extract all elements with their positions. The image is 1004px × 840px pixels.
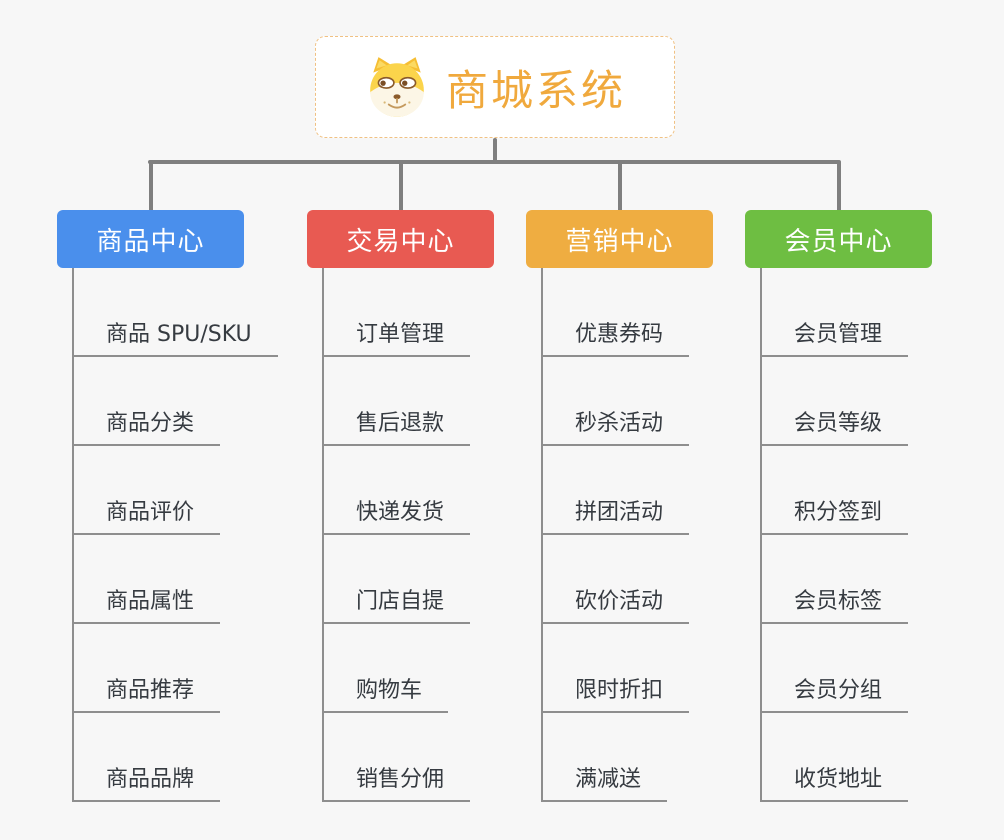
- child-topic-label: 商品评价: [74, 500, 221, 535]
- child-topic-label: 订单管理: [324, 322, 471, 357]
- child-topic-label: 积分签到: [762, 500, 909, 535]
- child-topic[interactable]: 限时折扣: [543, 624, 690, 713]
- child-topic[interactable]: 拼团活动: [543, 446, 690, 535]
- child-topic-label: 优惠券码: [543, 322, 690, 357]
- child-topic[interactable]: 砍价活动: [543, 535, 690, 624]
- connector-branch-stub: [149, 160, 153, 212]
- connector-branch-stub: [399, 160, 403, 212]
- child-topic-label: 快递发货: [324, 500, 471, 535]
- branch-header-2[interactable]: 交易中心: [307, 210, 494, 268]
- child-topic[interactable]: 商品品牌: [74, 713, 278, 802]
- child-topic[interactable]: 商品评价: [74, 446, 278, 535]
- connector-horizontal-rail: [148, 160, 840, 164]
- child-topic-label: 会员分组: [762, 678, 909, 713]
- branch-column-4: 会员管理会员等级积分签到会员标签会员分组收货地址: [760, 268, 909, 802]
- branch-header-1[interactable]: 商品中心: [57, 210, 244, 268]
- branch-column-2: 订单管理售后退款快递发货门店自提购物车销售分佣: [322, 268, 471, 802]
- child-topic[interactable]: 商品属性: [74, 535, 278, 624]
- child-topic[interactable]: 门店自提: [324, 535, 471, 624]
- branch-column-3: 优惠券码秒杀活动拼团活动砍价活动限时折扣满减送: [541, 268, 690, 802]
- child-topic-label: 砍价活动: [543, 589, 690, 624]
- child-topic[interactable]: 会员分组: [762, 624, 909, 713]
- child-topic[interactable]: 订单管理: [324, 268, 471, 357]
- child-topic-label: 会员等级: [762, 411, 909, 446]
- connector-root-stem: [493, 138, 497, 164]
- branch-column-1: 商品 SPU/SKU 商品分类商品评价商品属性商品推荐商品品牌: [72, 268, 278, 802]
- child-topic-label: 购物车: [324, 678, 449, 713]
- connector-branch-stub: [837, 160, 841, 212]
- child-topic[interactable]: 优惠券码: [543, 268, 690, 357]
- branch-header-3[interactable]: 营销中心: [526, 210, 713, 268]
- root-node[interactable]: 商城系统: [315, 36, 675, 138]
- child-topic-label: 会员管理: [762, 322, 909, 357]
- child-topic[interactable]: 快递发货: [324, 446, 471, 535]
- child-topic-label: 商品属性: [74, 589, 221, 624]
- child-topic[interactable]: 会员等级: [762, 357, 909, 446]
- child-topic-label: 收货地址: [762, 767, 909, 802]
- child-topic-label: 秒杀活动: [543, 411, 690, 446]
- root-title: 商城系统: [445, 65, 626, 115]
- child-topic[interactable]: 购物车: [324, 624, 470, 713]
- child-topic-label: 门店自提: [324, 589, 471, 624]
- child-topic-label: 商品分类: [74, 411, 221, 446]
- child-topic-label: 商品 SPU/SKU: [74, 322, 278, 357]
- child-topic-label: 满减送: [543, 767, 668, 802]
- child-topic[interactable]: 商品 SPU/SKU: [74, 268, 278, 357]
- shiba-dog-icon: [364, 56, 430, 118]
- child-topic[interactable]: 积分签到: [762, 446, 909, 535]
- child-topic[interactable]: 售后退款: [324, 357, 471, 446]
- branch-header-4[interactable]: 会员中心: [745, 210, 932, 268]
- child-topic-label: 商品推荐: [74, 678, 221, 713]
- child-topic[interactable]: 收货地址: [762, 713, 909, 802]
- child-topic[interactable]: 秒杀活动: [543, 357, 690, 446]
- connector-branch-stub: [618, 160, 622, 212]
- child-topic[interactable]: 销售分佣: [324, 713, 471, 802]
- child-topic[interactable]: 会员标签: [762, 535, 909, 624]
- child-topic[interactable]: 商品分类: [74, 357, 278, 446]
- child-topic[interactable]: 会员管理: [762, 268, 909, 357]
- child-topic-label: 拼团活动: [543, 500, 690, 535]
- child-topic-label: 商品品牌: [74, 767, 221, 802]
- child-topic-label: 销售分佣: [324, 767, 471, 802]
- child-topic-label: 会员标签: [762, 589, 909, 624]
- child-topic-label: 售后退款: [324, 411, 471, 446]
- child-topic-label: 限时折扣: [543, 678, 690, 713]
- child-topic[interactable]: 满减送: [543, 713, 689, 802]
- child-topic[interactable]: 商品推荐: [74, 624, 278, 713]
